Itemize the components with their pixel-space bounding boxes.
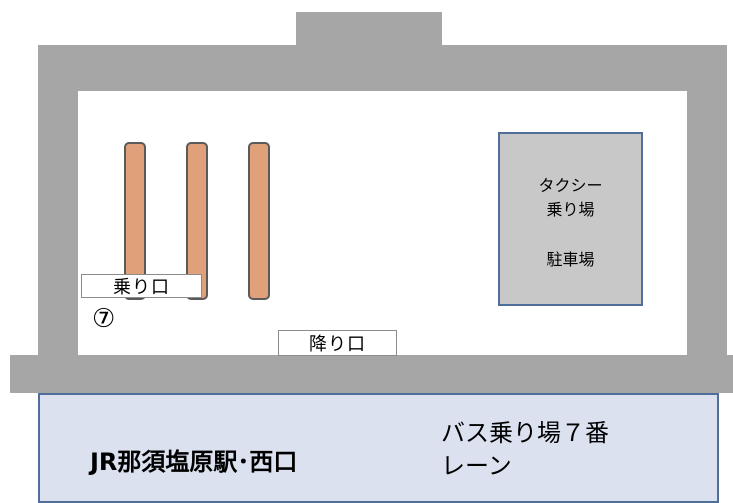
station-info-panel: JR那須塩原駅･西口 バス乗り場７番 レーン	[38, 393, 719, 503]
boarding-number: ⑦	[92, 304, 116, 334]
pillar-2	[186, 142, 208, 300]
pillar-1	[124, 142, 146, 300]
bus-lane-label: バス乗り場７番 レーン	[441, 417, 609, 483]
taxi-parking-area: タクシー 乗り場 駐車場	[498, 132, 643, 306]
pillar-3	[248, 142, 270, 300]
building-left-wall	[38, 45, 78, 357]
ground-strip	[10, 355, 733, 393]
building-tower	[296, 12, 442, 48]
bus-lane-line1: バス乗り場７番	[441, 419, 609, 447]
alighting-label: 降り口	[278, 330, 397, 356]
building-right-wall	[687, 45, 727, 357]
station-name: JR那須塩原駅･西口	[90, 448, 298, 476]
taxi-title-line2: 乗り場	[546, 200, 595, 219]
parking-label: 駐車場	[546, 250, 595, 269]
bus-lane-line2: レーン	[441, 452, 512, 480]
building-top-wall	[38, 45, 727, 91]
taxi-title-line1: タクシー	[538, 176, 603, 195]
boarding-label: 乗り口	[81, 274, 202, 298]
